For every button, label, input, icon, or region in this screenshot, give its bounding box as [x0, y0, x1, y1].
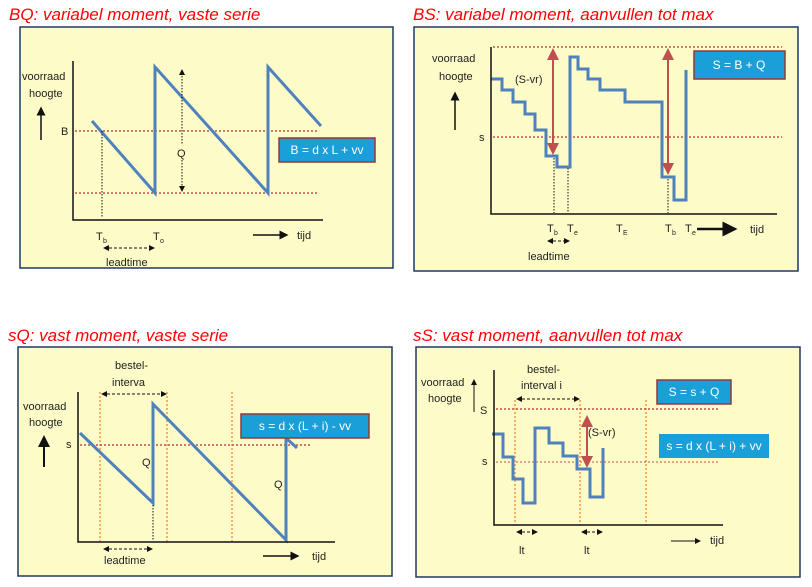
quantity-label: Q [142, 457, 151, 469]
tick-subscript: o [160, 238, 164, 245]
panel-background [415, 346, 801, 578]
leadtime-label: lt [584, 545, 590, 557]
y-axis-label-2: hoogte [428, 393, 462, 405]
panel-ss: sS: vast moment, aanvullen tot max (S-vr… [413, 326, 801, 578]
leadtime-label: lt [519, 545, 525, 557]
x-axis-label: tijd [297, 230, 311, 242]
formula-text: s = d x (L + i) - vv [259, 419, 351, 433]
tick-subscript: b [103, 238, 107, 245]
tick-subscript: E [623, 230, 628, 237]
formula-text: s = d x (L + i) + vv [666, 439, 761, 453]
level-label: B [61, 126, 68, 138]
y-axis-label-2: hoogte [439, 71, 473, 83]
leadtime-label: leadtime [106, 257, 148, 269]
y-axis-label-2: hoogte [29, 417, 63, 429]
difference-label: (S-vr) [515, 74, 543, 86]
tick-label: T [96, 231, 103, 243]
tick-label: T [567, 223, 574, 235]
tick-labels: T b T e T E T b T e [547, 223, 696, 237]
quantity-label: Q [274, 479, 283, 491]
formula-box [693, 50, 786, 80]
tick-label: T [616, 223, 623, 235]
y-axis-label-1: voorraad [421, 377, 464, 389]
leadtime-label: leadtime [104, 555, 146, 567]
tick-label: T [547, 223, 554, 235]
formula-box [659, 434, 769, 458]
tick-subscript: b [554, 230, 558, 237]
panel-sq: sQ: vast moment, vaste serie bestel- int… [8, 326, 393, 577]
y-axis-label-1: voorraad [22, 71, 65, 83]
leadtime-label: leadtime [528, 251, 570, 263]
panel-title: sQ: vast moment, vaste serie [8, 326, 228, 345]
y-axis-label-1: voorraad [432, 53, 475, 65]
max-formula-text: S = s + Q [669, 385, 720, 399]
tick-subscript: e [692, 230, 696, 237]
x-axis-label: tijd [312, 551, 326, 563]
inventory-curve [90, 63, 323, 197]
axes [72, 61, 323, 221]
level-label: s [66, 439, 72, 451]
max-level-label: S [480, 405, 487, 417]
level-label: s [482, 456, 488, 468]
formula-text: S = B + Q [713, 58, 766, 72]
inventory-curve [78, 400, 299, 544]
tick-label: T [153, 231, 160, 243]
inventory-curve [492, 426, 605, 505]
axes [77, 392, 335, 543]
axes [490, 47, 777, 215]
formula-box [240, 413, 370, 439]
tick-label: T [685, 223, 692, 235]
panel-title: BS: variabel moment, aanvullen tot max [413, 5, 714, 24]
formula-box [278, 137, 376, 163]
panel-title: BQ: variabel moment, vaste serie [9, 5, 260, 24]
panel-bs: BS: variabel moment, aanvullen tot max (… [413, 5, 799, 272]
panel-bq: BQ: variabel moment, vaste serie Q voorr… [9, 5, 394, 269]
max-formula-box [656, 379, 732, 405]
y-axis-label-1: voorraad [23, 401, 66, 413]
tick-subscript: e [574, 230, 578, 237]
tick-label: T [665, 223, 672, 235]
panel-background [17, 346, 393, 577]
interval-label-1: bestel- [115, 360, 148, 372]
interval-label-2: interva [112, 377, 146, 389]
quantity-label: Q [177, 148, 186, 160]
formula-text: B = d x L + vv [291, 143, 364, 157]
interval-label-1: bestel- [527, 364, 560, 376]
interval-label-2: interval i [521, 380, 562, 392]
x-axis-label: tijd [710, 535, 724, 547]
difference-label: (S-vr) [588, 427, 616, 439]
axes [493, 370, 723, 526]
x-axis-label: tijd [750, 224, 764, 236]
tick-subscript: b [672, 230, 676, 237]
level-label: s [479, 132, 485, 144]
y-axis-label-2: hoogte [29, 88, 63, 100]
panel-title: sS: vast moment, aanvullen tot max [413, 326, 683, 345]
